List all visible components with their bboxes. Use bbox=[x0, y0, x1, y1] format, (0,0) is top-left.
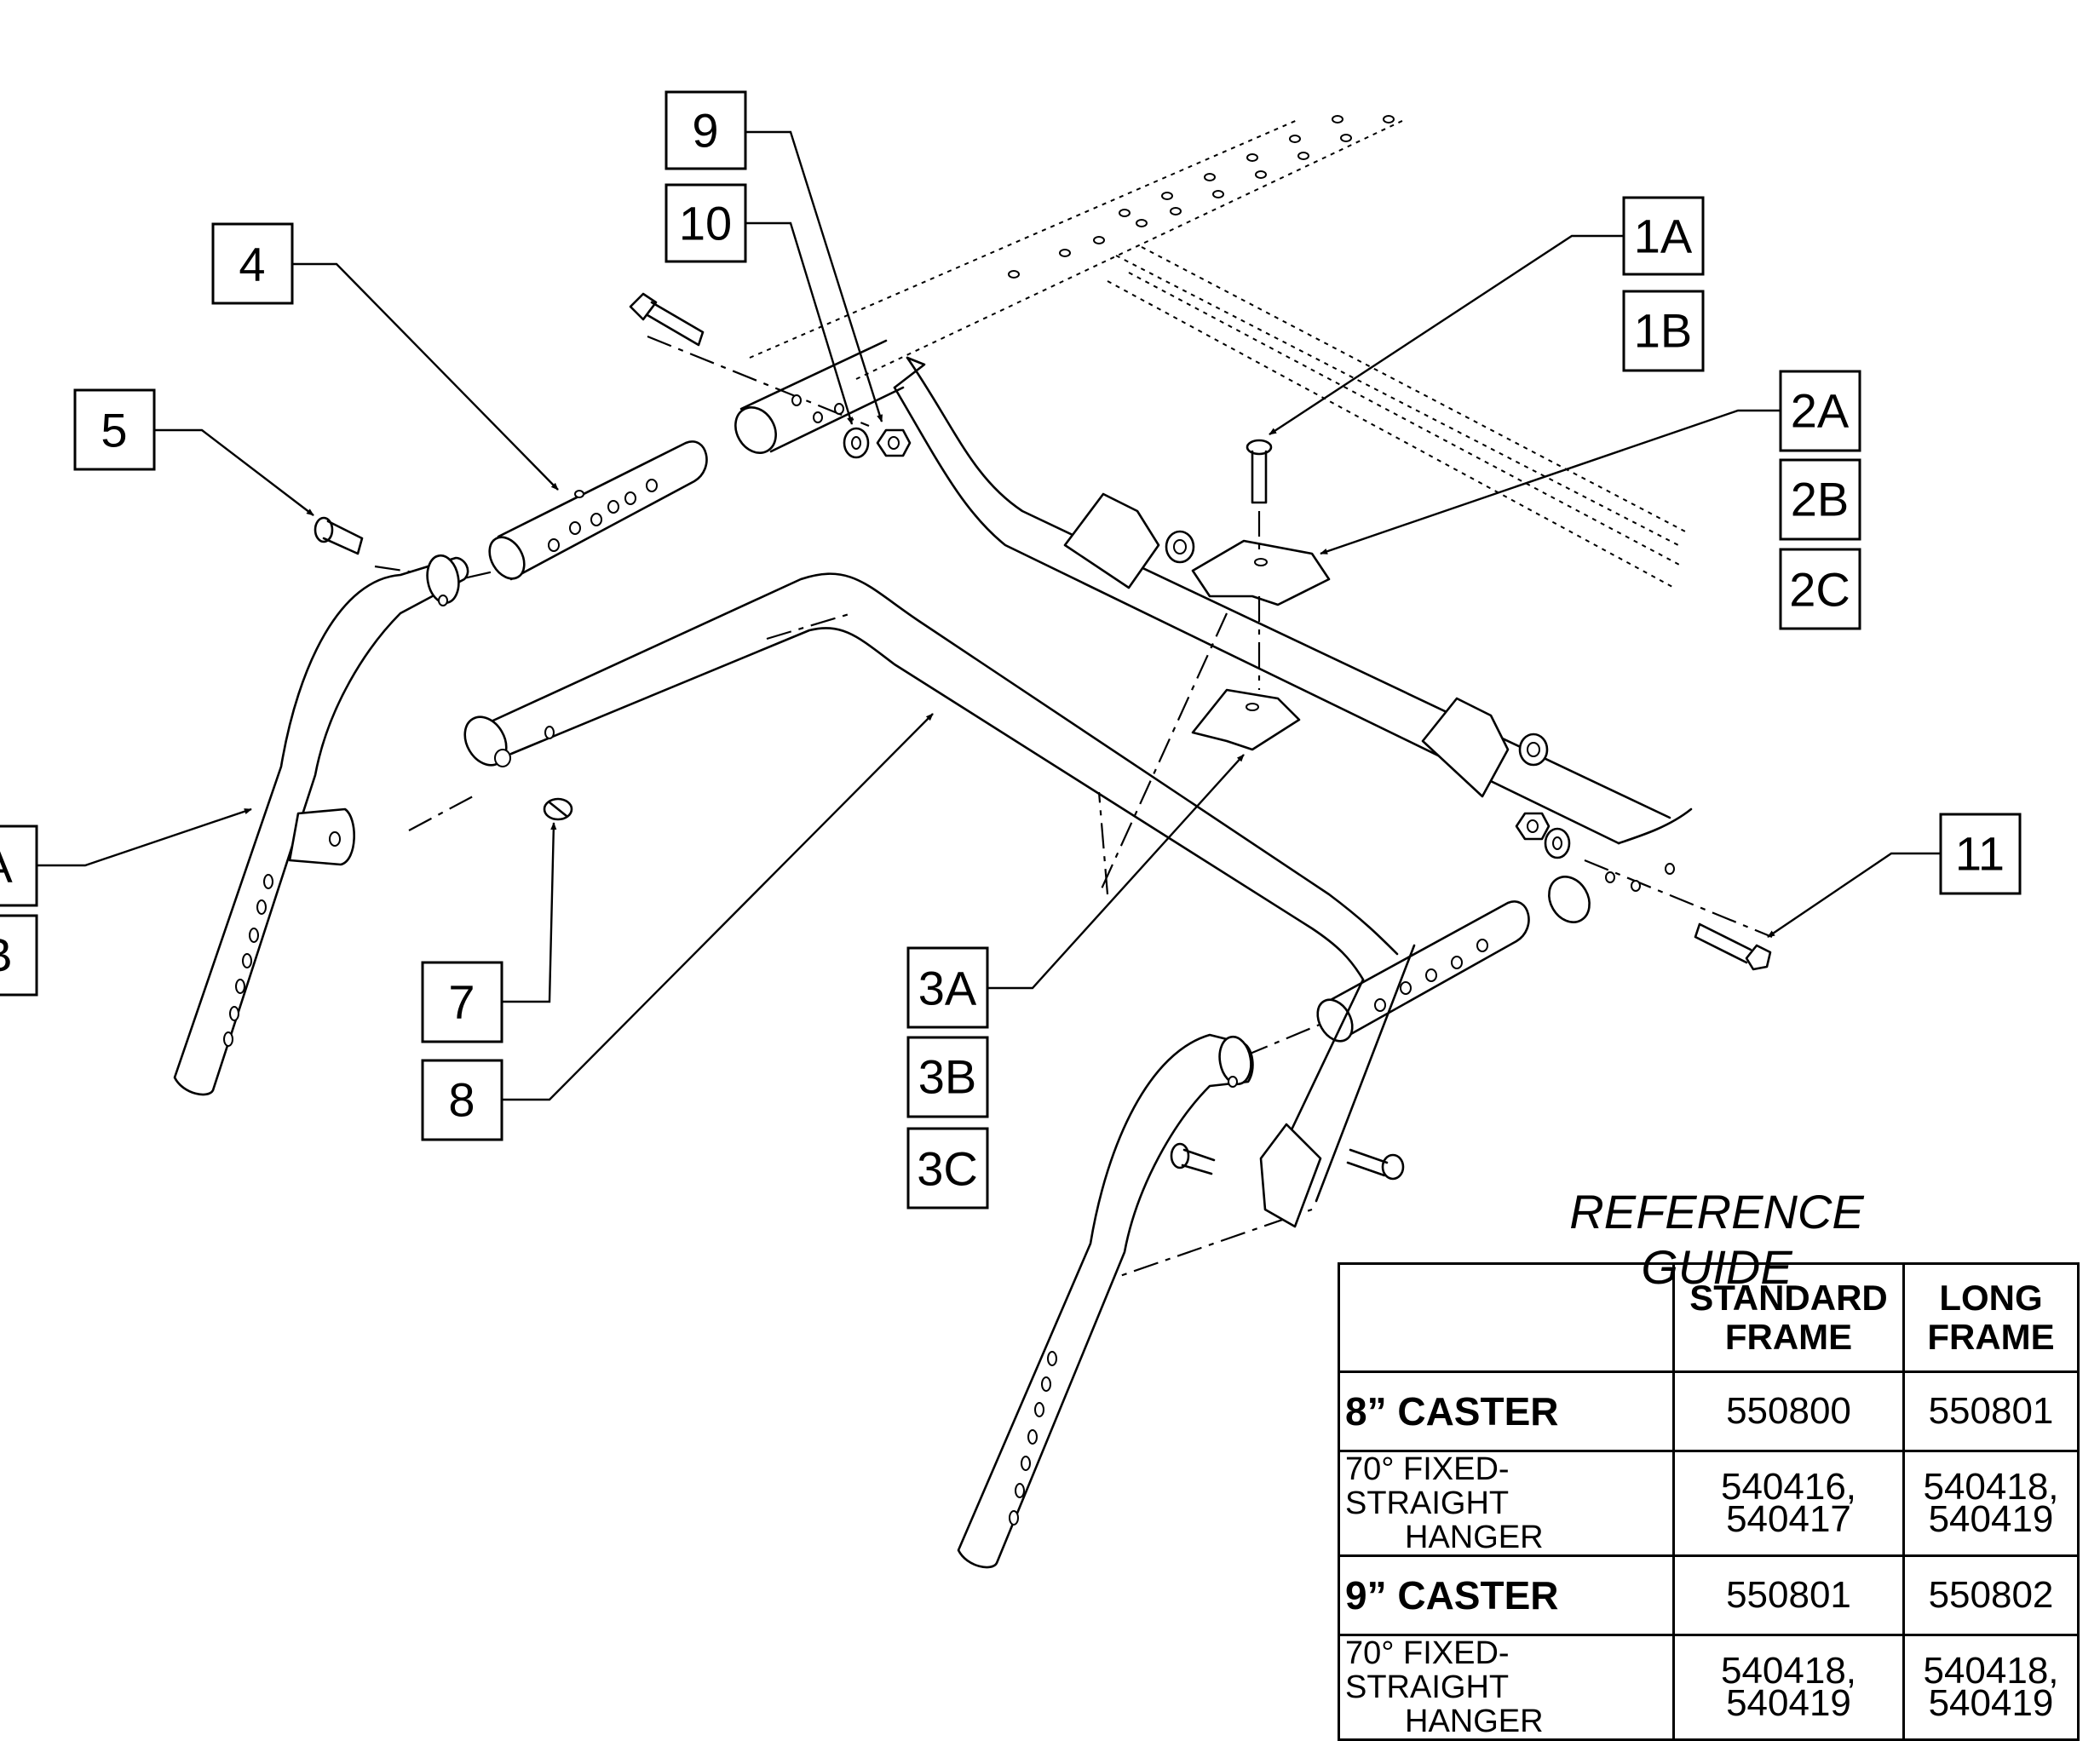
svg-text:2B: 2B bbox=[1791, 473, 1850, 526]
frame-tube-end-left bbox=[734, 339, 905, 454]
svg-text:1B: 1B bbox=[1634, 304, 1693, 358]
callout-2C: 2C bbox=[1779, 548, 1861, 630]
nut-left bbox=[876, 428, 912, 457]
bolt-hanger-left bbox=[1170, 1142, 1216, 1175]
hanger-mount-bracket-upper bbox=[1063, 492, 1195, 589]
hanger-mount-bracket-lower bbox=[1421, 697, 1549, 798]
svg-text:3A: 3A bbox=[918, 962, 977, 1015]
long-value-line1: 540418, bbox=[1923, 1650, 2059, 1692]
washer-left bbox=[843, 427, 870, 459]
header-long-frame: LONG FRAME bbox=[1902, 1262, 2080, 1373]
clamp-upper-half bbox=[1191, 539, 1331, 606]
long-value: 550801 bbox=[1902, 1370, 2080, 1452]
clamp-screw bbox=[1246, 439, 1273, 690]
svg-text:3B: 3B bbox=[918, 1050, 977, 1104]
standard-value-line2: 540419 bbox=[1726, 1682, 1851, 1724]
row-label: 9” CASTER bbox=[1338, 1554, 1675, 1636]
table-row: 70° FIXED-STRAIGHT HANGER 540416, 540417… bbox=[1338, 1450, 2080, 1557]
svg-text:3C: 3C bbox=[917, 1142, 978, 1196]
standard-value: 540418, 540419 bbox=[1672, 1634, 1905, 1741]
svg-text:5: 5 bbox=[101, 404, 127, 457]
callout-9: 9 bbox=[665, 90, 747, 170]
callout-11: 11 bbox=[1939, 813, 2022, 895]
callout-8: 8 bbox=[421, 1059, 503, 1141]
callout-1A: 1A bbox=[1622, 196, 1705, 276]
long-value: 540418, 540419 bbox=[1902, 1450, 2080, 1557]
tube-insert-left bbox=[488, 440, 708, 581]
screw-5 bbox=[314, 516, 364, 555]
svg-text:2A: 2A bbox=[1791, 384, 1850, 438]
nut-right bbox=[1515, 812, 1551, 841]
seat-frame-rail bbox=[749, 115, 1688, 589]
callout-6A: A bbox=[0, 825, 38, 907]
table-row: 9” CASTER 550801 550802 bbox=[1338, 1554, 2080, 1636]
callout-1B: 1B bbox=[1622, 290, 1705, 372]
standard-value: 550800 bbox=[1672, 1370, 1905, 1452]
long-value-line2: 540419 bbox=[1928, 1498, 2054, 1540]
svg-text:9: 9 bbox=[692, 104, 718, 158]
row-label-line1: 70° FIXED-STRAIGHT bbox=[1345, 1635, 1510, 1705]
exploded-parts-drawing: 9 10 4 5 1A 1B 2A 2B 2C A B 7 bbox=[0, 90, 2022, 1569]
table-header-row: STANDARD FRAME LONG FRAME bbox=[1338, 1262, 2080, 1373]
callout-3A: 3A bbox=[906, 946, 989, 1029]
long-value-line2: 540419 bbox=[1928, 1682, 2054, 1724]
hanger-right bbox=[957, 1033, 1254, 1569]
svg-text:4: 4 bbox=[239, 238, 265, 291]
standard-value-line1: 540416, bbox=[1720, 1466, 1857, 1508]
header-standard-frame: STANDARD FRAME bbox=[1672, 1262, 1905, 1373]
frame-tube-end-right bbox=[1548, 863, 1675, 923]
row-label-line2: HANGER bbox=[1405, 1704, 1544, 1739]
svg-text:2C: 2C bbox=[1789, 563, 1850, 617]
row-label: 70° FIXED-STRAIGHT HANGER bbox=[1338, 1450, 1675, 1557]
callout-4: 4 bbox=[211, 222, 294, 305]
callout-3B: 3B bbox=[906, 1036, 989, 1118]
header-standard-line1: STANDARD bbox=[1689, 1278, 1888, 1318]
svg-text:A: A bbox=[0, 839, 13, 893]
callout-10: 10 bbox=[665, 183, 747, 263]
svg-text:11: 11 bbox=[1955, 827, 2005, 881]
row-label: 70° FIXED-STRAIGHT HANGER bbox=[1338, 1634, 1675, 1741]
callout-7: 7 bbox=[421, 961, 503, 1043]
svg-text:1A: 1A bbox=[1634, 210, 1693, 263]
tube-insert-right bbox=[1316, 900, 1530, 1043]
callout-6B: B bbox=[0, 914, 38, 997]
long-value-line1: 540418, bbox=[1923, 1466, 2059, 1508]
standard-value: 540416, 540417 bbox=[1672, 1450, 1905, 1557]
svg-text:8: 8 bbox=[448, 1073, 475, 1127]
reference-guide-table: STANDARD FRAME LONG FRAME 8” CASTER 5508… bbox=[1338, 1262, 2080, 1741]
table-row: 8” CASTER 550800 550801 bbox=[1338, 1370, 2080, 1452]
hanger-strut bbox=[1259, 944, 1416, 1228]
screw-7 bbox=[543, 797, 573, 821]
svg-text:10: 10 bbox=[679, 197, 732, 250]
header-standard-line2: FRAME bbox=[1724, 1317, 1853, 1357]
callout-2A: 2A bbox=[1779, 370, 1861, 452]
table-row: 70° FIXED-STRAIGHT HANGER 540418, 540419… bbox=[1338, 1634, 2080, 1741]
clamp-lower-half bbox=[1191, 688, 1301, 751]
long-value: 540418, 540419 bbox=[1902, 1634, 2080, 1741]
header-blank bbox=[1338, 1262, 1675, 1373]
row-label: 8” CASTER bbox=[1338, 1370, 1675, 1452]
washer-right bbox=[1544, 827, 1571, 859]
bolt-11 bbox=[1694, 922, 1772, 971]
frame-cross-tube bbox=[893, 356, 1693, 845]
leader-lines bbox=[37, 130, 1941, 1101]
hanger-left bbox=[173, 554, 469, 1096]
callout-2B: 2B bbox=[1779, 458, 1861, 541]
long-value: 550802 bbox=[1902, 1554, 2080, 1636]
callout-5: 5 bbox=[73, 388, 156, 471]
row-label-line1: 70° FIXED-STRAIGHT bbox=[1345, 1451, 1510, 1521]
header-long-line1: LONG bbox=[1939, 1278, 2043, 1318]
standard-value-line1: 540418, bbox=[1720, 1650, 1857, 1692]
bolt-hanger-right bbox=[1346, 1148, 1405, 1181]
header-long-line2: FRAME bbox=[1927, 1317, 2055, 1357]
bolt-top-left bbox=[629, 292, 705, 347]
svg-text:7: 7 bbox=[448, 975, 475, 1029]
callout-3C: 3C bbox=[906, 1127, 989, 1210]
row-label-line2: HANGER bbox=[1405, 1520, 1544, 1555]
front-rigging-tube bbox=[463, 572, 1399, 981]
standard-value: 550801 bbox=[1672, 1554, 1905, 1636]
standard-value-line2: 540417 bbox=[1726, 1498, 1851, 1540]
svg-text:B: B bbox=[0, 928, 13, 982]
